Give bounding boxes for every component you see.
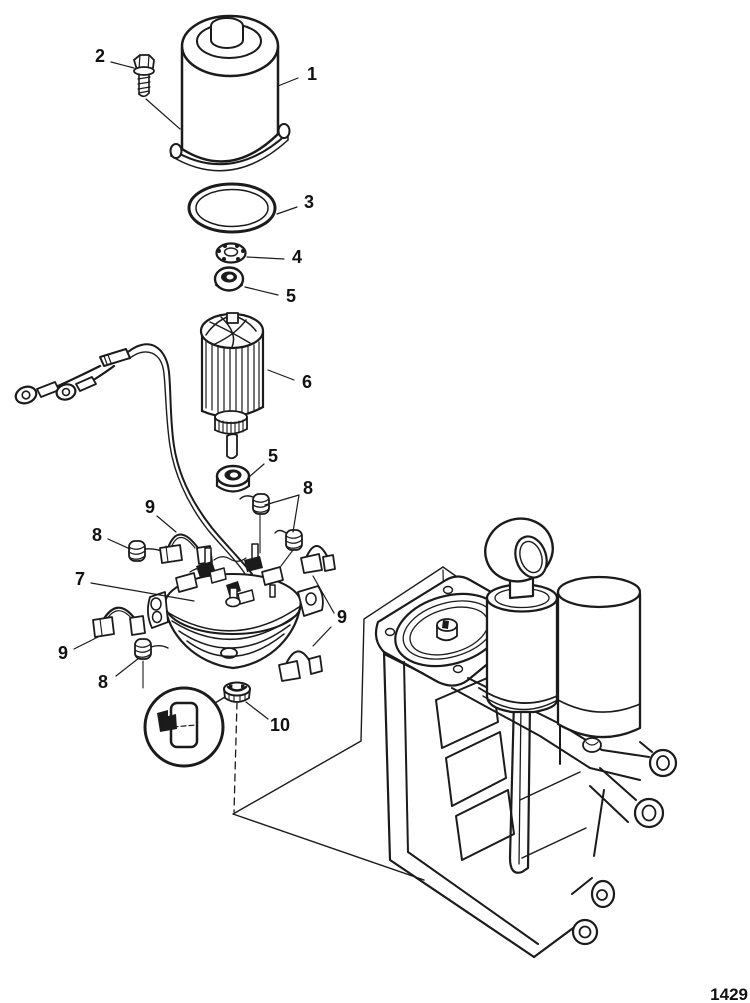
callout-label-8: 8 [303,478,313,498]
callout-label-9: 9 [145,497,155,517]
callout-label-5b: 5 [268,446,278,466]
motor-cover [169,14,291,172]
brush [159,533,213,565]
callout-label-7: 7 [75,569,85,589]
bearing-lower [215,464,251,493]
drive-coupling [436,618,458,642]
leader-lines [73,61,335,720]
callout-label-6: 6 [302,372,312,392]
callout-label-2: 2 [95,46,105,66]
callout-label-9b: 9 [337,607,347,627]
grommet [223,681,251,703]
o-ring [187,182,277,234]
callout-label-1: 1 [307,64,317,84]
spring [274,529,303,567]
callouts: 2 1 3 4 5 6 5 8 9 8 7 9 9 8 10 [58,46,347,735]
brush [92,606,146,638]
brush-sets [92,533,336,682]
brush-springs [128,493,303,689]
callout-label-3: 3 [304,192,314,212]
centerline-dashed [233,701,238,813]
bearing-upper [213,266,245,292]
screw [133,54,181,130]
lock-washer [215,242,247,264]
brush [278,650,323,682]
callout-label-4: 4 [292,247,302,267]
armature [199,312,265,460]
figure-number: 1429 [710,985,748,1003]
callout-label-8b: 8 [92,525,102,545]
brush [300,545,336,574]
wire-harness [14,343,253,578]
callout-label-10: 10 [270,715,290,735]
end-cap [147,543,324,670]
callout-label-8c: 8 [98,672,108,692]
pump-assembly [374,517,678,959]
spring [134,638,169,689]
callout-label-9c: 9 [58,643,68,663]
callout-label-5: 5 [286,286,296,306]
inset-detail [143,686,226,768]
